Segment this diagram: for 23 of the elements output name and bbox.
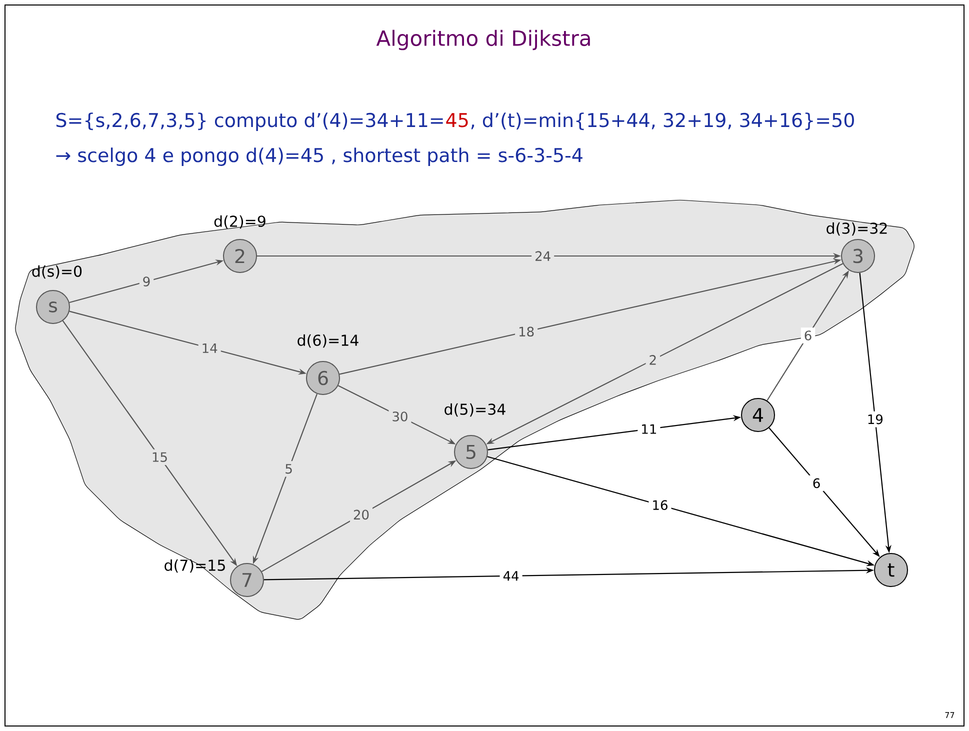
edge-label: 11: [638, 421, 660, 437]
edge-label: 5: [282, 461, 296, 477]
edge-label: 6: [800, 328, 816, 344]
edge-label: 9: [139, 274, 154, 290]
edge-label: 30: [388, 408, 412, 424]
distance-label: d(3)=32: [826, 222, 887, 236]
note-text: , d’(t)=min{15+44, 32+19, 34+16}=50: [471, 112, 854, 130]
page-number: 77: [945, 712, 954, 718]
distance-label: d(6)=14: [298, 334, 358, 348]
distance-label: d(5)=34: [444, 403, 506, 417]
slide-title: Algoritmo di Dijkstra: [376, 30, 590, 50]
edge-label: 18: [515, 324, 538, 340]
edge-label: 16: [648, 497, 672, 514]
note-text: S={s,2,6,7,3,5} computo d’(4)=34+11=: [56, 112, 443, 131]
note-text: → scelgo 4 e pongo d(4)=45 , shortest path = s-6-3-5-4: [56, 148, 582, 166]
edge-label: 19: [864, 411, 886, 428]
edge-label: 6: [809, 475, 824, 492]
edge-label: 2: [646, 352, 660, 368]
distance-label: d(s)=0: [32, 265, 82, 279]
note-text: 45: [446, 113, 468, 128]
edge-label: 44: [500, 568, 522, 584]
edge-label: 24: [532, 248, 554, 264]
distance-label: d(2)=9: [214, 215, 266, 229]
